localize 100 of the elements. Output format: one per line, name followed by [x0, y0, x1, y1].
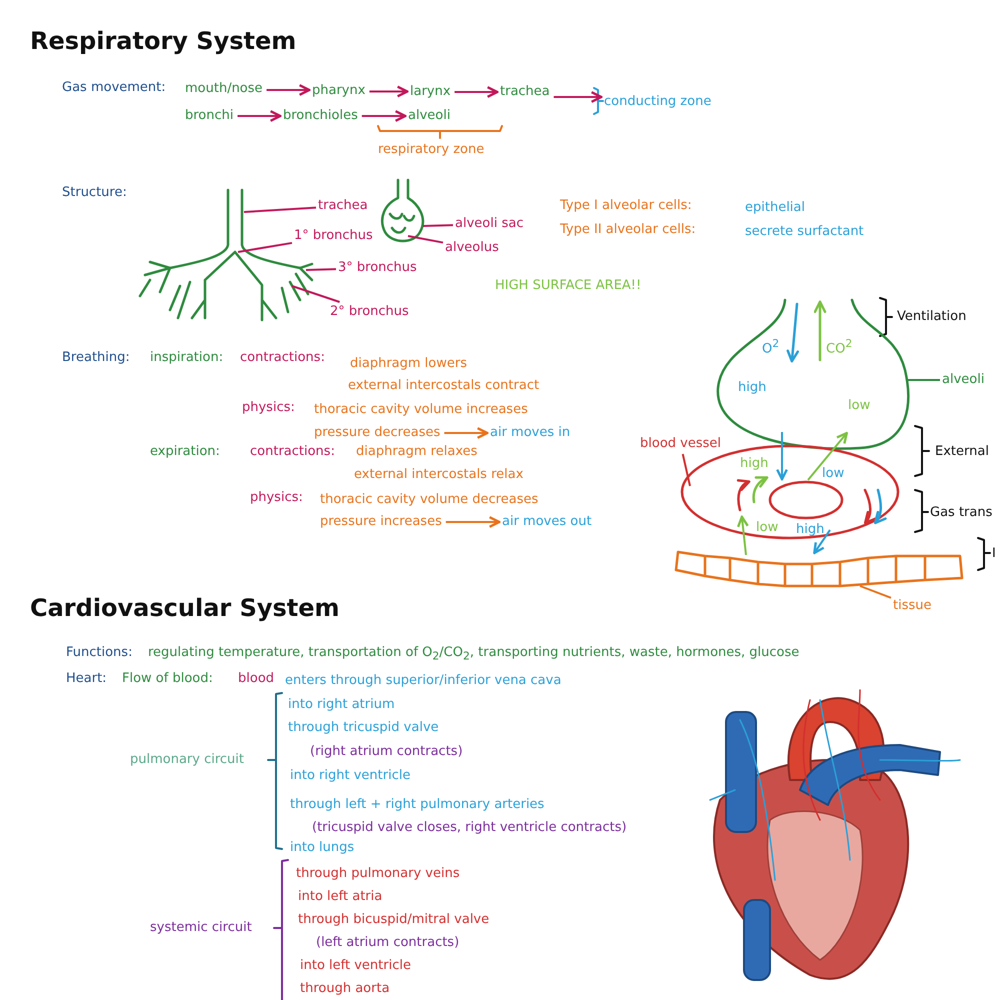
flow-step: air moves in [490, 425, 570, 441]
leader-line [908, 379, 940, 381]
arrow [776, 432, 788, 480]
note-text: inspiration: [150, 350, 224, 366]
note-text: O$^{2}$ [762, 336, 780, 358]
arrow [446, 516, 500, 528]
note-text: HIGH SURFACE AREA!! [495, 278, 642, 294]
part-label: alveolus [445, 240, 499, 256]
note-text: low [756, 520, 778, 536]
note-text: expiration: [150, 444, 220, 460]
flow-step: pressure decreases [314, 425, 440, 441]
note-text: into left atria [298, 889, 382, 905]
note-text: into right ventricle [290, 768, 410, 784]
flow-step: trachea [500, 84, 550, 100]
section-heading: Cardiovascular System [30, 593, 340, 623]
note-text: through aorta [300, 981, 390, 997]
arrow [238, 110, 282, 122]
note-text: Breathing: [62, 350, 130, 366]
leader-line [860, 585, 892, 599]
note-text: (right atrium contracts) [310, 744, 463, 760]
note-text: Gas movement: [62, 80, 166, 96]
note-text: regulating temperature, transportation of O$_{2}$/CO$_{2}$, transporting nutrients, waste, hormones, glucose [148, 645, 800, 665]
note-text: I [992, 546, 996, 562]
arrow [362, 110, 406, 122]
arrow [369, 86, 408, 98]
flow-step: bronchioles [283, 108, 358, 124]
note-text: external intercostals relax [354, 467, 524, 483]
note-text: blood [238, 671, 274, 687]
note-text: through pulmonary veins [296, 866, 460, 882]
leader-line [292, 285, 340, 303]
arrow [266, 84, 310, 96]
leader-line [682, 454, 691, 486]
part-label: trachea [318, 198, 368, 214]
leader-line [422, 224, 454, 227]
bronchial-tree-drawing [138, 188, 314, 322]
note-text: thoracic cavity volume decreases [320, 492, 538, 508]
arrow [807, 432, 848, 481]
flow-step: mouth/nose [185, 81, 263, 97]
note-text: external intercostals contract [348, 378, 540, 394]
alveoli-sac-drawing [381, 178, 424, 242]
part-label: alveoli sac [455, 216, 524, 232]
note-text: thoracic cavity volume increases [314, 402, 528, 418]
note-text: Gas trans [930, 505, 992, 521]
note-text: Structure: [62, 185, 127, 201]
part-label: 1° bronchus [294, 228, 373, 244]
arrow [444, 427, 488, 439]
note-text: Type II alveolar cells: [560, 222, 696, 238]
note-text: systemic circuit [150, 920, 252, 936]
flow-step: pharynx [312, 83, 366, 99]
flow-step: bronchi [185, 108, 234, 124]
leader-line [244, 206, 316, 213]
note-text: Type I alveolar cells: [560, 198, 692, 214]
part-label: blood vessel [640, 436, 722, 452]
note-text: diaphragm lowers [350, 356, 467, 372]
note-text: (left atrium contracts) [316, 935, 460, 951]
flow-step: pressure increases [320, 514, 442, 530]
note-text: respiratory zone [378, 142, 484, 158]
flow-step: air moves out [502, 514, 592, 530]
note-text: diaphragm relaxes [356, 444, 478, 460]
note-text: low [848, 398, 870, 414]
part-label: alveoli [942, 372, 984, 388]
note-text: through bicuspid/mitral valve [298, 912, 490, 928]
note-text: contractions: [250, 444, 335, 460]
note-text: high [740, 456, 768, 472]
section-heading: Respiratory System [30, 26, 296, 56]
leader-line [306, 268, 336, 271]
note-text: into left ventricle [300, 958, 411, 974]
tissue-drawing [674, 550, 964, 588]
leader-line [408, 235, 444, 244]
note-text: Ventilation [897, 309, 966, 325]
note-text: Heart: [66, 671, 107, 687]
arrow [454, 86, 498, 98]
note-text: secrete surfactant [745, 224, 864, 240]
flow-step: larynx [410, 84, 451, 100]
note-text: through left + right pulmonary arteries [290, 797, 544, 813]
note-text: epithelial [745, 200, 805, 216]
arrow [813, 529, 831, 554]
note-text: through tricuspid valve [288, 720, 439, 736]
note-text: physics: [250, 490, 303, 506]
note-text: CO$^{2}$ [826, 336, 852, 358]
part-label: tissue [893, 598, 932, 614]
arrow [736, 516, 749, 556]
note-text: contractions: [240, 350, 325, 366]
note-text: External [935, 444, 989, 460]
note-text: Flow of blood: [122, 671, 213, 687]
note-text: into right atrium [288, 697, 395, 713]
arrow [554, 91, 602, 103]
note-text: high [796, 522, 824, 538]
note-text: high [738, 380, 766, 396]
part-label: 2° bronchus [330, 304, 409, 320]
flow-step: alveoli [408, 108, 450, 124]
note-text: (tricuspid valve closes, right ventricle contracts) [312, 820, 627, 836]
note-text: into lungs [290, 840, 354, 856]
note-text: Functions: [66, 645, 132, 661]
note-text: low [822, 466, 844, 482]
part-label: 3° bronchus [338, 260, 417, 276]
note-text: pulmonary circuit [130, 752, 244, 768]
note-text: physics: [242, 400, 295, 416]
note-text: enters through superior/inferior vena cava [285, 673, 562, 689]
bracket-label: conducting zone [604, 94, 712, 110]
